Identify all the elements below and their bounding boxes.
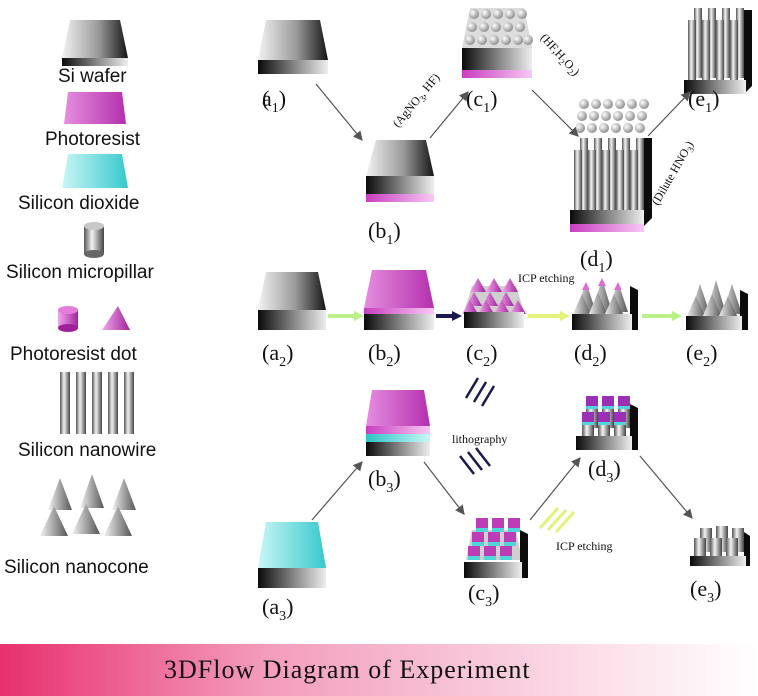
c3-patterned-photoresist-dots [464, 518, 528, 578]
legend-si-wafer: Si wafer [58, 66, 127, 87]
label-b1: (b1) [368, 218, 401, 248]
nanocone-icon [40, 474, 136, 536]
micropillar-icon [84, 222, 104, 258]
a1-si-wafer [258, 20, 328, 74]
label-e1: (e1) [688, 86, 719, 116]
arrow-a3-b3 [311, 461, 363, 521]
label-b2: (b2) [368, 340, 401, 370]
silicon-dioxide-icon [62, 154, 128, 188]
arrow-a2-b2 [328, 311, 364, 321]
banner-title: 3DFlow Diagram of Experiment [164, 655, 531, 684]
svg-text:(: ( [262, 86, 269, 111]
step-agno3-hf: (AgNO3, HF) [390, 70, 445, 131]
step-icp-etching-row3: ICP etching [556, 539, 613, 553]
si-wafer-icon [62, 20, 128, 66]
b2-photoresist-coated [364, 270, 434, 330]
label-d3: (d3) [588, 456, 621, 486]
step-dilute-hno3: (Dilute HNO3) [648, 139, 698, 209]
b3-photoresist-oxide-wafer [366, 390, 430, 456]
label-b3: (b3) [368, 466, 401, 496]
c2-photoresist-cones [462, 278, 526, 328]
photoresist-dot-icon [58, 306, 130, 332]
a3-oxide-wafer [258, 522, 326, 588]
label-a2: (a2) [262, 340, 293, 370]
e2-silicon-nanocones [686, 280, 748, 330]
legend-silicon-dioxide: Silicon dioxide [18, 193, 139, 214]
a2-si-wafer [258, 272, 326, 330]
arrow-d1-e1 [647, 91, 691, 137]
label-c1: (c1) [466, 86, 497, 116]
arrow-d3-e3 [639, 455, 693, 519]
step-icp-etching-row2: ICP etching [518, 271, 575, 285]
legend-silicon-micropillar: Silicon micropillar [6, 262, 154, 283]
e1-silicon-nanowires [684, 8, 752, 94]
c1-silver-nanoparticles [462, 8, 533, 78]
arrow-a1-b1 [315, 83, 363, 141]
legend-photoresist: Photoresist [45, 129, 141, 150]
step-hf-h2o2: (HF,H2O2) [536, 31, 582, 80]
b1-wafer-photoresist [366, 140, 434, 202]
arrow-b1-c1 [429, 91, 469, 139]
legend-silicon-nanocone: Silicon nanocone [4, 557, 149, 578]
arrow-c2-d2 [528, 311, 570, 321]
photoresist-icon [64, 92, 126, 124]
d2-etched-cones [572, 278, 638, 330]
e3-silicon-micropillars [690, 526, 750, 566]
arrow-d2-e2 [642, 311, 682, 321]
label-a3: (a3) [262, 594, 293, 624]
legend-photoresist-dot: Photoresist dot [10, 344, 137, 365]
legend-silicon-nanowire: Silicon nanowire [18, 440, 156, 461]
label-e3: (e3) [690, 576, 721, 606]
label-a1: a1) [262, 86, 286, 116]
row-3: (b3) (a3) (c3) [258, 377, 750, 624]
arrow-b3-c3 [423, 461, 465, 515]
row-2: (a2) (b2) (c2) [258, 270, 748, 370]
arrow-c3-d3 [529, 457, 581, 521]
nanowire-icon [60, 372, 134, 434]
label-e2: (e2) [686, 340, 717, 370]
label-d1: (d1) [580, 246, 613, 276]
lithography-light-down-icon [459, 447, 491, 475]
lithography-light-up-icon [464, 377, 496, 407]
legend: Si wafer Photoresist Silicon dioxide Sil… [4, 20, 156, 578]
icp-etching-beam-icon [538, 506, 576, 534]
step-lithography: lithography [452, 432, 507, 446]
label-c2: (c2) [466, 340, 497, 370]
d1-nanowires-with-particles [570, 99, 652, 232]
row-1: a1) ( (b1) (c1) [258, 8, 752, 276]
label-d2: (d2) [574, 340, 607, 370]
banner-background [0, 644, 758, 696]
arrow-c1-d1 [531, 89, 579, 137]
label-c3: (c3) [468, 580, 499, 610]
d3-etched-pillars [576, 396, 638, 450]
arrow-b2-c2 [436, 311, 462, 321]
